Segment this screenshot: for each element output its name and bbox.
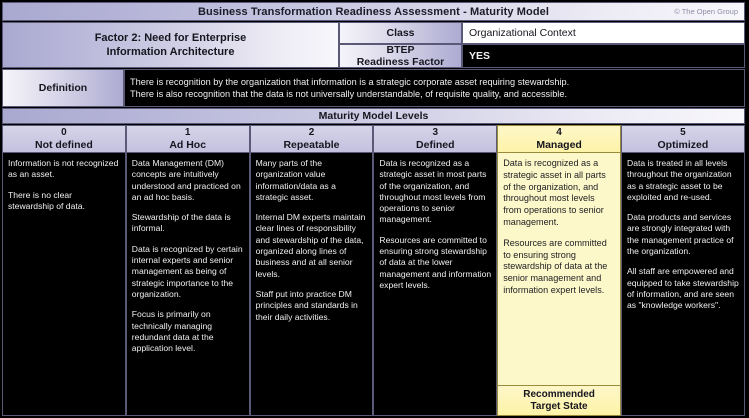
- level-paragraph: There is no clear stewardship of data.: [8, 189, 85, 211]
- level-paragraph: Data is recognized as a strategic asset …: [379, 158, 487, 225]
- target-state-line1: Recommended: [523, 388, 595, 400]
- level-description-0: Information is not recognized as an asse…: [2, 153, 126, 416]
- factor-title-cell: Factor 2: Need for Enterprise Informatio…: [2, 22, 339, 68]
- level-name: Not defined: [35, 139, 93, 151]
- target-state-line2: Target State: [530, 400, 588, 412]
- definition-label: Definition: [2, 69, 124, 107]
- definition-text: There is recognition by the organization…: [124, 69, 745, 107]
- level-name: Managed: [536, 139, 582, 151]
- level-number: 4: [556, 127, 562, 138]
- btep-label-line1: BTEP: [386, 44, 415, 56]
- factor-title-line1: Factor 2: Need for Enterprise: [94, 32, 247, 44]
- definition-line1: There is recognition by the organization…: [130, 76, 570, 87]
- copyright-notice: © The Open Group: [674, 7, 738, 16]
- factor-header-row: Factor 2: Need for Enterprise Informatio…: [2, 22, 745, 68]
- level-number: 5: [680, 127, 686, 138]
- level-paragraph: Many parts of the organization value inf…: [255, 158, 336, 202]
- level-description-4: Data is recognized as a strategic asset …: [497, 153, 621, 386]
- definition-row: Definition There is recognition by the o…: [2, 69, 745, 107]
- level-number: 3: [432, 127, 439, 138]
- level-paragraph: Information is not recognized as an asse…: [8, 158, 119, 180]
- level-description-2: Many parts of the organization value inf…: [249, 153, 374, 416]
- level-name: Optimized: [657, 139, 709, 151]
- table-title-bar: Business Transformation Readiness Assess…: [2, 2, 745, 21]
- level-paragraph: Internal DM experts maintain clear lines…: [255, 212, 366, 279]
- page-title: Business Transformation Readiness Assess…: [197, 5, 550, 18]
- maturity-levels-header: Maturity Model Levels: [2, 108, 745, 124]
- level-description-3: Data is recognized as a strategic asset …: [373, 153, 498, 416]
- level-paragraph: Resources are committed to ensuring stro…: [379, 234, 492, 290]
- level-paragraph: Data Management (DM) concepts are intuit…: [131, 158, 241, 202]
- level-name: Defined: [416, 139, 455, 151]
- class-label-cell: Class: [339, 22, 462, 44]
- btep-label-line2: Readiness Factor: [356, 56, 445, 68]
- btep-label-cell: BTEP Readiness Factor: [339, 44, 462, 68]
- level-paragraph: Resources are committed to ensuring stro…: [503, 237, 608, 295]
- level-description-1: Data Management (DM) concepts are intuit…: [125, 153, 250, 416]
- level-paragraph: Data products and services are strongly …: [626, 212, 734, 257]
- level-name: Repeatable: [283, 139, 340, 151]
- btep-value-cell: YES: [462, 44, 745, 68]
- level-paragraph: All staff are empowered and equipped to …: [626, 266, 739, 311]
- level-paragraph: Data is treated in all levels throughout…: [626, 158, 732, 202]
- factor-title-line2: Information Architecture: [106, 46, 235, 58]
- level-number: 0: [61, 127, 67, 138]
- level-name: Ad Hoc: [169, 139, 207, 151]
- level-paragraph: Stewardship of the data is informal.: [131, 212, 231, 234]
- level-description-5: Data is treated in all levels throughout…: [620, 153, 745, 416]
- level-paragraph: Data is recognized as a strategic asset …: [503, 158, 606, 227]
- level-paragraph: Staff put into practice DM principles an…: [255, 288, 358, 322]
- level-number: 2: [308, 127, 315, 138]
- level-paragraph: Data is recognized by certain internal e…: [131, 243, 243, 299]
- level-number: 1: [184, 127, 191, 138]
- definition-line2: There is also recognition that the data …: [130, 89, 568, 99]
- level-paragraph: Focus is primarily on technically managi…: [131, 309, 214, 354]
- class-value-cell: Organizational Context: [462, 22, 745, 44]
